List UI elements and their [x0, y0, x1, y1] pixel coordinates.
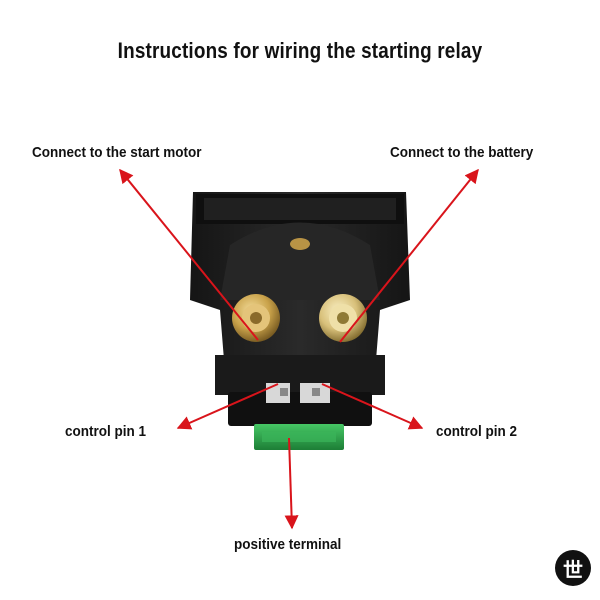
fuse	[254, 424, 344, 450]
start-motor-terminal	[232, 294, 280, 342]
arrow-positive-terminal	[284, 437, 299, 530]
brand-logo: 世	[555, 550, 591, 586]
arrow-control-pin-1	[176, 383, 279, 430]
label-control-pin-1: control pin 1	[65, 423, 146, 440]
label-control-pin-2: control pin 2	[436, 423, 517, 440]
arrow-battery	[339, 168, 479, 343]
label-start-motor: Connect to the start motor	[32, 144, 202, 161]
arrow-start-motor	[119, 168, 259, 341]
diagram-title: Instructions for wiring the starting rel…	[117, 38, 483, 63]
arrow-control-pin-2	[321, 383, 424, 430]
relay-body	[190, 192, 410, 426]
label-positive-terminal: positive terminal	[234, 536, 342, 553]
label-battery: Connect to the battery	[390, 144, 534, 161]
battery-terminal	[319, 294, 367, 342]
